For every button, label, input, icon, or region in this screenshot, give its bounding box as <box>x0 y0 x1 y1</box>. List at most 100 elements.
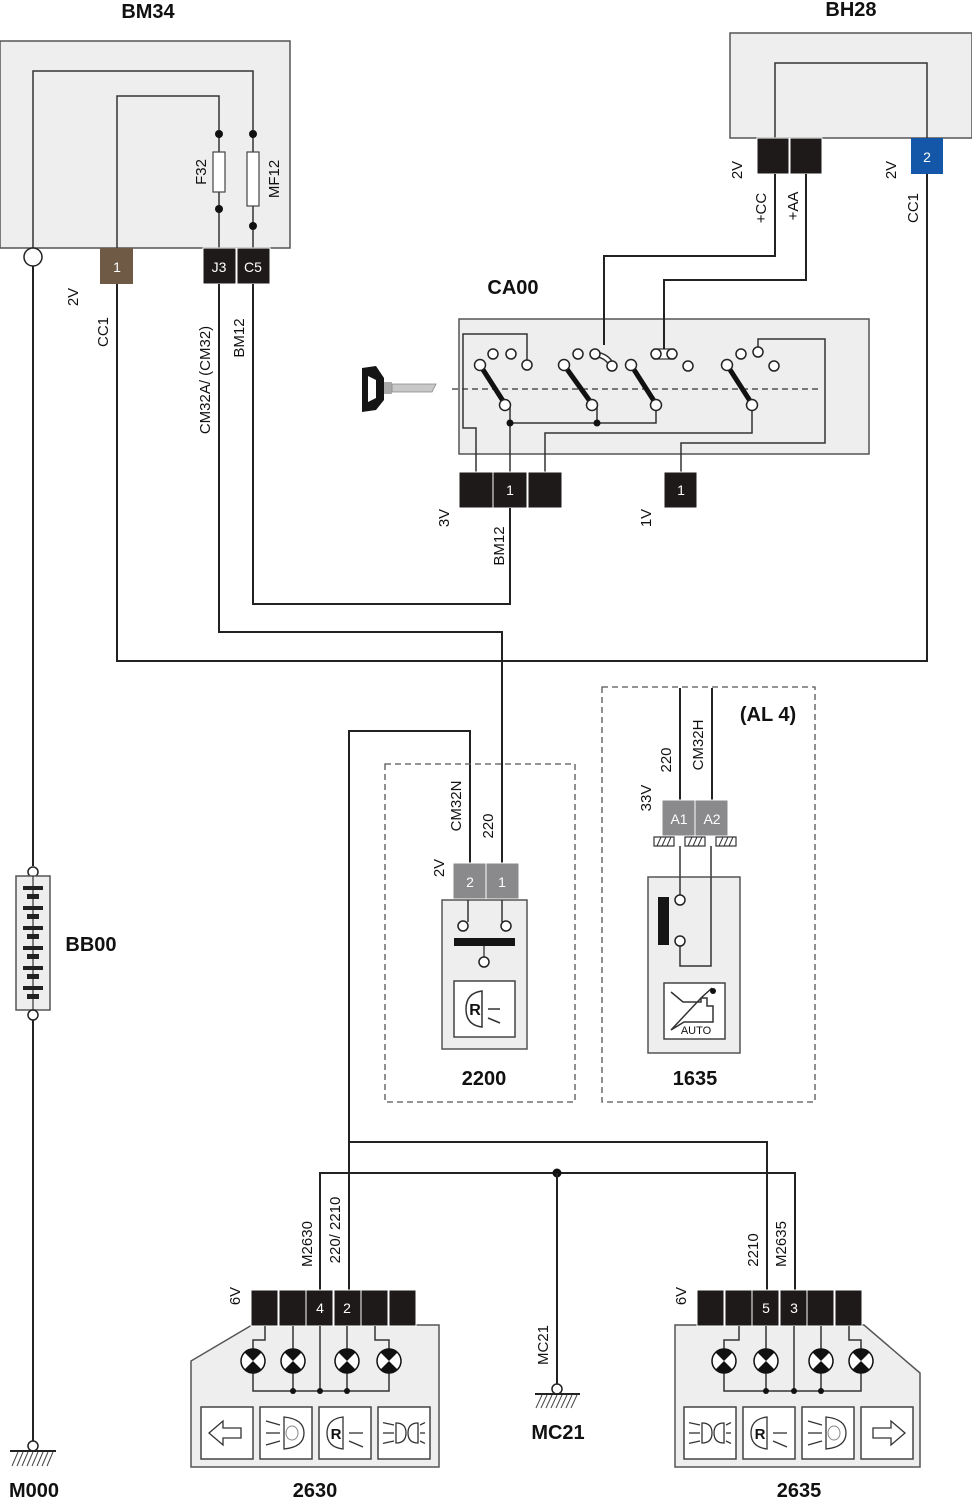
svg-text:R: R <box>755 1426 766 1443</box>
wire-label-cm32h: CM32H <box>690 720 707 771</box>
mc21-title: MC21 <box>531 1422 584 1444</box>
bh28-pin-cc <box>756 137 790 175</box>
1635-variant: (AL 4) <box>740 704 796 726</box>
2200-pin-2 <box>452 862 487 900</box>
1635-title: 1635 <box>673 1068 718 1090</box>
junction-dot <box>249 130 257 138</box>
fuse-mf12-icon <box>246 151 260 207</box>
bm34-pin-j3-label: J3 <box>212 259 227 275</box>
2635-title: 2635 <box>777 1480 822 1500</box>
bb00-title: BB00 <box>65 934 116 956</box>
wire-label-220-2210: 220/ 2210 <box>327 1197 344 1264</box>
switch-bar <box>658 897 669 945</box>
ca00-right-pin-1-label: 1 <box>677 482 685 498</box>
ca00-right-voltage: 1V <box>638 509 655 527</box>
ground-terminal <box>27 1440 39 1452</box>
1635-voltage: 33V <box>638 785 655 812</box>
2635-icons: R <box>683 1406 914 1460</box>
2630-pin-4-label: 4 <box>316 1300 324 1316</box>
ca00-left-voltage: 3V <box>436 509 453 527</box>
svg-text:R: R <box>331 1426 342 1443</box>
wire-cm32a <box>218 284 503 864</box>
ca00-pin-1-label: 1 <box>506 482 514 498</box>
junction-dot <box>506 419 514 427</box>
fuse-f32-icon <box>212 151 226 193</box>
ground-hatch <box>11 1451 54 1467</box>
component-bb00: BB00 <box>15 866 117 1021</box>
reverse-lamp-icon: R <box>318 1406 372 1460</box>
ca00-internal-wire <box>680 338 826 472</box>
2200-pin-1-label: 1 <box>498 874 506 890</box>
reverse-lamp-icon: R <box>742 1406 796 1460</box>
bm34-pin-1-label: 1 <box>113 259 121 275</box>
ca00-right-pin-1 <box>663 471 698 509</box>
lamp-bulbs <box>240 1348 402 1374</box>
bm34-pin-1 <box>100 248 133 284</box>
contact <box>500 920 512 932</box>
2200-voltage: 2V <box>431 859 448 877</box>
2630-pin-2-label: 2 <box>343 1300 351 1316</box>
2635-connector <box>696 1289 863 1327</box>
component-2635: 5 3 6V R 2635 <box>673 1287 921 1500</box>
svg-text:R: R <box>469 1002 481 1019</box>
bh28-right-voltage: 2V <box>883 161 900 179</box>
bm34-ground-terminal <box>23 247 43 267</box>
junction-dot <box>249 222 257 230</box>
wire-plus-aa <box>663 174 807 349</box>
terminal-ring <box>27 1009 39 1021</box>
bm34-pin-j3 <box>202 247 237 285</box>
wire-label-cm32n: CM32N <box>448 781 465 832</box>
lamp-bulb-icon <box>808 1348 834 1374</box>
component-ca00: CA00 <box>362 277 870 527</box>
wire-bm12 <box>252 284 511 605</box>
wire-label-plus-cc: +CC <box>753 193 770 224</box>
2630-icons: R <box>200 1406 431 1460</box>
wire-label-bm12-bm34: BM12 <box>231 318 248 357</box>
lamp-bulb-icon <box>334 1348 360 1374</box>
2630-connector <box>250 1289 417 1327</box>
lamp-bulb-icon <box>240 1348 266 1374</box>
ca00-internal-wire <box>544 404 753 472</box>
wire-label-cc1-bm34: CC1 <box>95 317 112 347</box>
2635-pin-5-label: 5 <box>762 1300 770 1316</box>
2630-title: 2630 <box>293 1480 338 1500</box>
arrow-right-icon <box>860 1406 914 1460</box>
fuse-f32-label: F32 <box>193 159 210 185</box>
2200-title: 2200 <box>462 1068 507 1090</box>
wire-label-mc21: MC21 <box>535 1325 552 1365</box>
2630-voltage: 6V <box>227 1287 244 1305</box>
junction-dot <box>215 205 223 213</box>
side-lamp-icon <box>377 1406 431 1460</box>
wire-label-2210: 2210 <box>745 1233 762 1266</box>
contact <box>674 894 686 906</box>
lamp-bulb-icon <box>280 1348 306 1374</box>
wire-plus-cc <box>603 174 776 345</box>
2635-voltage: 6V <box>673 1287 690 1305</box>
lamp-bulb-icon <box>848 1348 874 1374</box>
bh28-left-voltage: 2V <box>729 161 746 179</box>
2200-pin-1 <box>485 862 520 900</box>
ca00-pin-c <box>527 471 563 509</box>
bh28-pin-2-label: 2 <box>923 149 931 165</box>
ca00-pin-a <box>458 471 494 509</box>
lamp-bulb-icon <box>753 1348 779 1374</box>
connector-seal-icon <box>653 836 737 847</box>
switch-bar <box>454 938 515 946</box>
bm34-connector-voltage: 2V <box>65 288 82 306</box>
wire-label-m2635: M2635 <box>773 1221 790 1267</box>
wire-label-cm32a: CM32A/ (CM32) <box>197 326 214 434</box>
external-wires <box>32 174 928 1442</box>
bh28-pin-2 <box>911 138 943 174</box>
ground-terminal <box>551 1383 563 1395</box>
ca00-title: CA00 <box>487 277 538 299</box>
bh28-title: BH28 <box>825 0 876 21</box>
2635-internal-wiring <box>723 1326 862 1394</box>
wire-label-m2630: M2630 <box>299 1221 316 1267</box>
1635-pin-a1-label: A1 <box>670 811 687 827</box>
contact <box>457 920 469 932</box>
component-bh28: BH28 2 2V 2V <box>729 0 972 179</box>
fog-lamp-icon <box>259 1406 313 1460</box>
2200-boundary <box>384 763 576 1103</box>
component-1635: (AL 4) A1 A2 33V AUTO 163 <box>601 686 816 1103</box>
